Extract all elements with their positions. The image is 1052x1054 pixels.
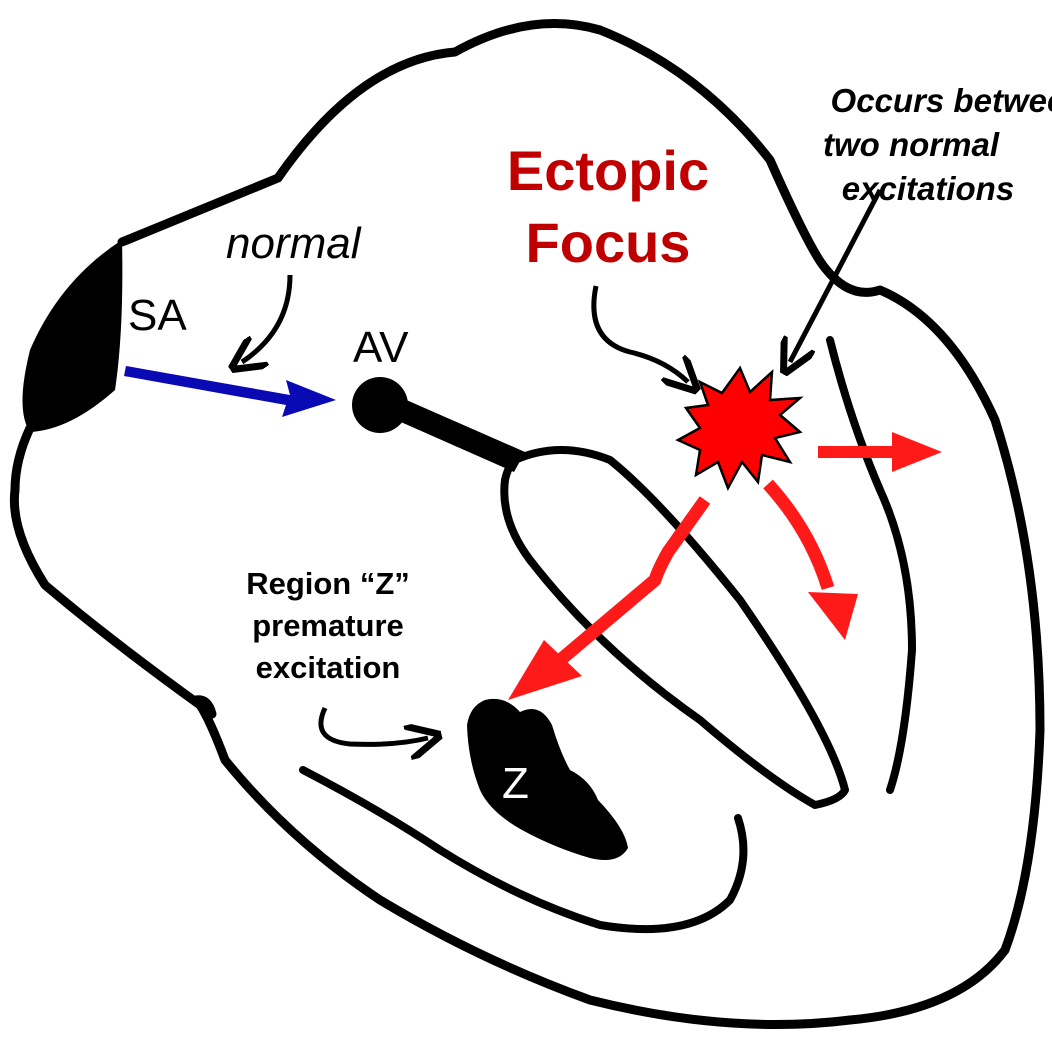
occurs-label-line3: excitations [842,170,1014,207]
ectopic-arrow-to-z [558,500,705,662]
ectopic-focus-label-line1: Ectopic [507,139,709,202]
region-z [467,699,628,860]
region-z-label-line1: Region “Z” [246,566,410,601]
av-label: AV [353,323,409,372]
ectopic-arrow-curved-down-head [808,592,858,640]
ectopic-arrow-curved-down [768,484,828,588]
region-z-label-line3: excitation [256,650,401,685]
normal-conduction-arrow [124,366,336,417]
occurs-label-line2: two normal [823,126,1000,163]
normal-label: normal [226,219,362,268]
av-bundle [385,395,525,472]
sa-node [23,240,123,432]
right-inner-wall [830,340,912,790]
ectopic-arrow-right [818,432,942,472]
ectopic-focus-label-line2: Focus [526,211,691,274]
region-z-letter: Z [502,759,529,808]
sa-label: SA [128,291,187,340]
occurs-pointer-arrow [790,190,880,362]
ectopic-focus-starburst [678,368,800,488]
ectopic-pointer-arrow [594,286,688,382]
normal-pointer-arrow [242,275,290,362]
region-z-label-line2: premature [252,608,404,643]
occurs-label-line1: Occurs between [831,82,1052,119]
region-pointer-arrow [321,708,428,744]
